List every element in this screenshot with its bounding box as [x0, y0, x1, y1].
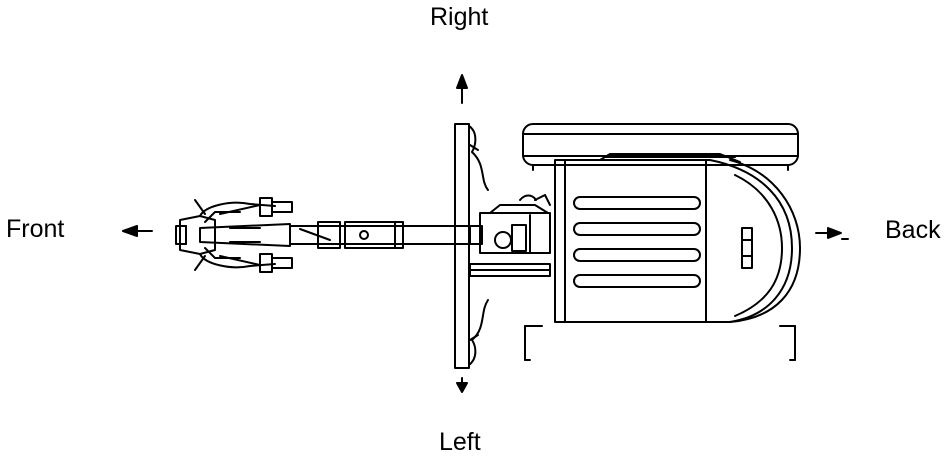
- arrow-right-icon: [815, 227, 849, 240]
- direction-label-right: Right: [430, 3, 489, 31]
- boom: [289, 221, 483, 249]
- arrow-down-icon: [456, 377, 468, 393]
- dozer-blade: [454, 123, 489, 369]
- boom-base: [479, 194, 551, 254]
- blade-arms: [469, 263, 551, 277]
- arrow-up-icon: [456, 74, 468, 104]
- arrow-left-icon: [122, 225, 153, 237]
- left-track: [524, 325, 796, 361]
- engine-cover-slots: [573, 196, 701, 288]
- direction-label-left: Left: [439, 428, 481, 456]
- direction-label-front: Front: [6, 215, 65, 243]
- upper-structure: [554, 153, 801, 323]
- arm-and-bucket: [175, 197, 293, 273]
- direction-label-back: Back: [885, 216, 941, 244]
